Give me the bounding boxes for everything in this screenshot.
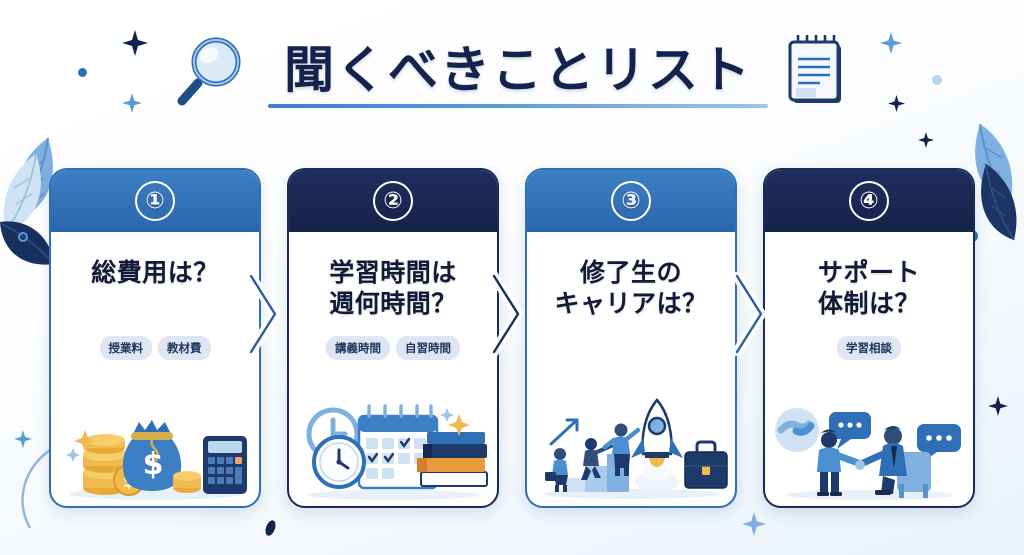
card-3-tags bbox=[527, 336, 735, 358]
card-3-title: 修了生の キャリアは？ bbox=[548, 258, 713, 322]
card-2-body: 学習時間は 週何時間？ 講義時間 自習時間 bbox=[289, 232, 497, 506]
card-1-header: ① bbox=[51, 170, 259, 232]
card-1-body: 総費用は？ 授業料 教材費 bbox=[51, 232, 259, 506]
card-2-tags: 講義時間 自習時間 bbox=[289, 336, 497, 360]
card-4-title-line-2: 体制は？ bbox=[817, 288, 920, 318]
card-1-tag-1[interactable]: 授業料 bbox=[99, 336, 152, 360]
sparkle-icon bbox=[918, 132, 934, 148]
card-2-illustration bbox=[289, 360, 497, 506]
card-2-title-line-2: 週何時間？ bbox=[329, 288, 457, 318]
title-underline bbox=[268, 104, 768, 108]
handshake-consultation-icon bbox=[775, 408, 961, 500]
checklist-cards: ① 総費用は？ 授業料 教材費 bbox=[0, 168, 1024, 518]
card-3-body: 修了生の キャリアは？ bbox=[527, 232, 735, 506]
card-1[interactable]: ① 総費用は？ 授業料 教材費 bbox=[49, 168, 261, 508]
card-4-header: ④ bbox=[765, 170, 973, 232]
calendar-clock-books-icon bbox=[306, 404, 488, 500]
card-2-title: 学習時間は 週何時間？ bbox=[323, 258, 463, 322]
card-4-title-line-1: サポート bbox=[817, 258, 920, 287]
card-1-title-line-1: 総費用は？ bbox=[91, 258, 219, 287]
card-3-title-line-2: キャリアは？ bbox=[554, 288, 708, 318]
card-3-title-line-1: 修了生の bbox=[579, 258, 682, 287]
notepad-icon bbox=[788, 34, 841, 103]
card-2-title-line-1: 学習時間は bbox=[329, 258, 457, 287]
money-bag-coins-calculator-icon: $ $ bbox=[66, 420, 247, 500]
card-3-header: ③ bbox=[527, 170, 735, 232]
page-title: 聞くべきことリスト bbox=[284, 41, 752, 99]
card-3-number: ③ bbox=[611, 181, 651, 221]
card-3-illustration bbox=[527, 358, 735, 506]
card-2[interactable]: ② 学習時間は 週何時間？ 講義時間 自習時間 bbox=[287, 168, 499, 508]
card-1-tag-2[interactable]: 教材費 bbox=[158, 336, 211, 360]
card-2-tag-2[interactable]: 自習時間 bbox=[396, 336, 460, 360]
card-1-tags: 授業料 教材費 bbox=[51, 336, 259, 360]
page-header: 聞くべきことリスト bbox=[0, 18, 1024, 133]
card-1-title: 総費用は？ bbox=[85, 258, 225, 322]
card-4-number: ④ bbox=[849, 181, 889, 221]
chevron-right-icon bbox=[490, 272, 523, 356]
card-4-title: サポート 体制は？ bbox=[812, 258, 926, 322]
card-4-illustration bbox=[765, 360, 973, 506]
card-1-number: ① bbox=[135, 181, 175, 221]
title-block: 聞くべきことリスト bbox=[268, 43, 768, 108]
dot-icon bbox=[263, 518, 278, 538]
card-2-header: ② bbox=[289, 170, 497, 232]
card-3[interactable]: ③ 修了生の キャリアは？ bbox=[525, 168, 737, 508]
magnifying-glass-icon bbox=[177, 37, 241, 105]
card-4[interactable]: ④ サポート 体制は？ 学習相談 bbox=[763, 168, 975, 508]
svg-text:$: $ bbox=[143, 447, 164, 482]
card-4-body: サポート 体制は？ 学習相談 bbox=[765, 232, 973, 506]
card-4-tags: 学習相談 bbox=[765, 336, 973, 360]
chevron-right-icon bbox=[733, 272, 766, 356]
chevron-right-icon bbox=[247, 272, 280, 356]
rocket-career-stairs-briefcase-icon bbox=[543, 398, 728, 499]
card-2-number: ② bbox=[373, 181, 413, 221]
card-1-illustration: $ $ bbox=[51, 360, 259, 506]
card-2-tag-1[interactable]: 講義時間 bbox=[326, 336, 390, 360]
card-4-tag-1[interactable]: 学習相談 bbox=[837, 336, 901, 360]
